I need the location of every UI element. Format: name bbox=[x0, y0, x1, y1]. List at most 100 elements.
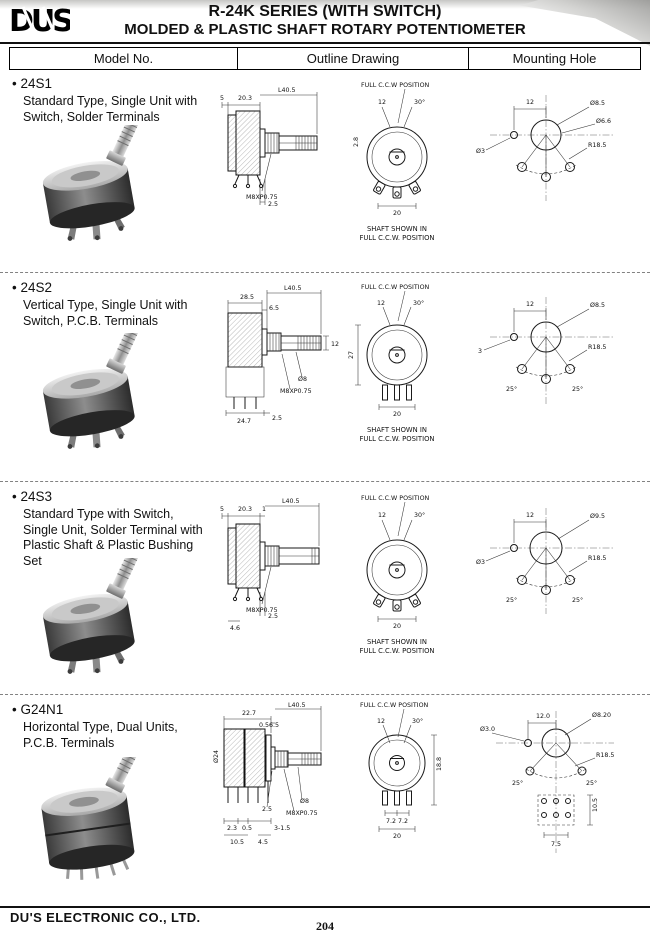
model-block: • G24N1 Horizontal Type, Dual Units, P.C… bbox=[12, 702, 212, 751]
dim-label: 18.8 bbox=[436, 757, 443, 771]
dim-label: 2.5 bbox=[272, 415, 282, 422]
dim-label: 12 bbox=[377, 300, 385, 307]
dim-label: 7.2 bbox=[398, 818, 408, 825]
dim-label: 0.5 bbox=[242, 825, 252, 832]
dim-label: 12 bbox=[331, 341, 339, 348]
outline-drawing: 28.5 L40.5 6.5 12 Ø8 M8XP0.75 24.7 2.5 bbox=[225, 284, 435, 443]
model-description: Vertical Type, Single Unit with Switch, … bbox=[23, 298, 188, 328]
table-row-g24n1: • G24N1 Horizontal Type, Dual Units, P.C… bbox=[0, 694, 650, 909]
table-header: Model No. Outline Drawing Mounting Hole bbox=[9, 47, 641, 70]
page-footer: DU'S ELECTRONIC CO., LTD. 204 bbox=[0, 906, 650, 930]
dim-label: 3-1.5 bbox=[274, 825, 290, 832]
side-view: 5 20.3 L40.5 M8XP0.75 2.5 bbox=[220, 87, 318, 208]
product-photo bbox=[41, 757, 139, 880]
dim-label: 4.6 bbox=[230, 625, 240, 632]
column-header-mounting: Mounting Hole bbox=[512, 51, 597, 66]
angle-label: 25° bbox=[572, 385, 583, 393]
dim-label: 2.5 bbox=[268, 613, 278, 620]
potentiometer-photo-art bbox=[42, 125, 139, 241]
caption-line1: SHAFT SHOWN IN bbox=[367, 638, 427, 646]
dim-label: 20 bbox=[393, 411, 401, 418]
dim-label: 12.0 bbox=[536, 713, 550, 720]
dim-label: 24.7 bbox=[237, 418, 251, 425]
caption-line1: SHAFT SHOWN IN bbox=[367, 426, 427, 434]
dim-label: 7.5 bbox=[551, 841, 561, 848]
dim-label: Ø8 bbox=[300, 797, 309, 805]
model-description: Standard Type, Single Unit with Switch, … bbox=[23, 94, 198, 124]
model-number: • 24S2 bbox=[12, 280, 53, 295]
angle-label: 25° bbox=[506, 385, 517, 393]
dim-label: 20.3 bbox=[238, 506, 252, 513]
dim-label: 5 bbox=[220, 95, 224, 102]
dim-label: 30° bbox=[413, 299, 424, 307]
dim-label: 2.3 bbox=[227, 825, 237, 832]
table-row-24s2: • 24S2 Vertical Type, Single Unit with S… bbox=[0, 272, 650, 481]
front-view: 7.2 7.2 20 18.8 FULL C.C.W POSITION 12 3… bbox=[360, 702, 443, 840]
angle-label: 25° bbox=[572, 596, 583, 604]
dim-label: 12 bbox=[377, 718, 385, 725]
caption-line2: FULL C.C.W. POSITION bbox=[359, 234, 434, 242]
dim-label: 2.5 bbox=[268, 201, 278, 208]
dim-label: R18.5 bbox=[588, 142, 606, 149]
product-photo bbox=[42, 558, 139, 674]
caption-line2: FULL C.C.W. POSITION bbox=[359, 647, 434, 655]
model-description: Standard Type with Switch, Single Unit, … bbox=[23, 507, 203, 568]
dim-label: R18.5 bbox=[588, 555, 606, 562]
dim-label: R18.5 bbox=[588, 344, 606, 351]
angle-label: 25° bbox=[512, 779, 523, 787]
caption-line1: SHAFT SHOWN IN bbox=[367, 225, 427, 233]
page-title: R-24K SERIES (WITH SWITCH) bbox=[208, 3, 442, 20]
scan-artifact-top bbox=[0, 0, 650, 9]
column-header-outline: Outline Drawing bbox=[238, 48, 469, 69]
thread-label: M8XP0.75 bbox=[246, 194, 278, 201]
logo-slash-decoration bbox=[21, 6, 57, 36]
dim-label: 12 bbox=[526, 512, 534, 519]
dim-label: 12 bbox=[378, 512, 386, 519]
angle-label: 25° bbox=[586, 779, 597, 787]
logo-text: DUS bbox=[9, 4, 70, 39]
full-ccw-label: FULL C.C.W POSITION bbox=[361, 284, 430, 291]
table-body: • 24S1 Standard Type, Single Unit with S… bbox=[0, 69, 650, 909]
outline-drawing: 22.7 6.5 0.5 L40.5 Ø24 2.5 Ø8 M8XP0.75 2… bbox=[212, 702, 443, 846]
model-number: • G24N1 bbox=[12, 702, 64, 717]
dim-label: 1 bbox=[262, 506, 266, 513]
full-ccw-label: FULL C.C.W POSITION bbox=[360, 702, 429, 709]
full-ccw-label: FULL C.C.W POSITION bbox=[361, 82, 430, 89]
page-header: DUS R-24K SERIES (WITH SWITCH) MOLDED & … bbox=[0, 0, 650, 42]
front-view: 20 27 FULL C.C.W POSITION 12 30° SHAFT S… bbox=[348, 284, 435, 443]
dim-label: Ø8.5 bbox=[590, 99, 605, 107]
dim-label: 12 bbox=[526, 99, 534, 106]
model-number: • 24S1 bbox=[12, 76, 53, 91]
dim-label: 2.8 bbox=[353, 137, 360, 147]
model-block: • 24S2 Vertical Type, Single Unit with S… bbox=[12, 280, 212, 329]
dim-label: Ø8.20 bbox=[592, 711, 611, 719]
company-name: DU'S ELECTRONIC CO., LTD. bbox=[10, 910, 201, 925]
dim-label: 10.5 bbox=[592, 798, 599, 812]
model-description: Horizontal Type, Dual Units, P.C.B. Term… bbox=[23, 720, 178, 750]
dim-label: R18.5 bbox=[596, 752, 614, 759]
side-view: 22.7 6.5 0.5 L40.5 Ø24 2.5 Ø8 M8XP0.75 2… bbox=[212, 702, 322, 846]
page-number: 204 bbox=[316, 919, 334, 930]
dim-label: 30° bbox=[412, 717, 423, 725]
potentiometer-photo-art bbox=[42, 333, 139, 449]
side-view: 5 20.3 1 L40.5 M8XP0.75 2.5 4.6 bbox=[220, 498, 320, 632]
dim-label: L40.5 bbox=[284, 285, 302, 292]
side-view: 28.5 L40.5 6.5 12 Ø8 M8XP0.75 24.7 2.5 bbox=[225, 285, 339, 425]
caption-line2: FULL C.C.W. POSITION bbox=[359, 435, 434, 443]
dim-label: 10.5 bbox=[230, 839, 244, 846]
dim-label: 4.5 bbox=[258, 839, 268, 846]
thread-label: M8XP0.75 bbox=[246, 607, 278, 614]
dim-label: 30° bbox=[414, 98, 425, 106]
product-photo bbox=[42, 125, 139, 241]
dim-label: L40.5 bbox=[282, 498, 300, 505]
column-header-model: Model No. bbox=[10, 48, 238, 69]
full-ccw-label: FULL C.C.W POSITION bbox=[361, 495, 430, 502]
dim-label: Ø6.6 bbox=[596, 117, 611, 125]
dim-label: Ø9.5 bbox=[590, 512, 605, 520]
dim-label: 30° bbox=[414, 511, 425, 519]
dim-label: 12 bbox=[378, 99, 386, 106]
company-logo: DUS bbox=[9, 4, 70, 39]
model-block: • 24S1 Standard Type, Single Unit with S… bbox=[12, 76, 212, 125]
dim-label: 7.2 bbox=[386, 818, 396, 825]
dim-label: 22.7 bbox=[242, 710, 256, 717]
